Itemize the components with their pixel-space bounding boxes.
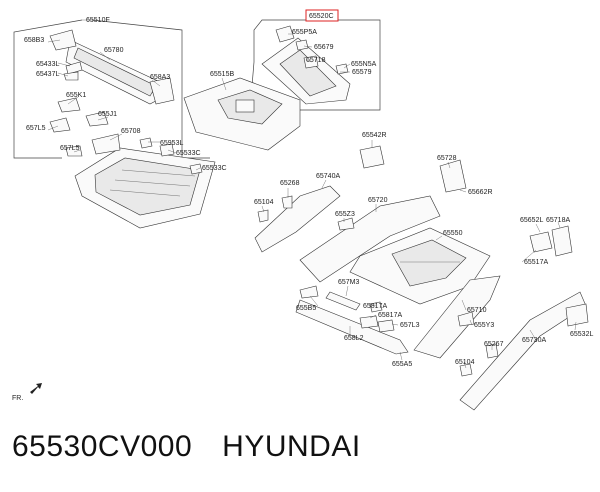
- label-655A5[interactable]: 655A5: [392, 361, 412, 368]
- small-brackets-left: [49, 29, 203, 175]
- label-65510F[interactable]: 65510F: [86, 17, 110, 24]
- label-65433L[interactable]: 65433L: [36, 61, 59, 68]
- label-65579[interactable]: 65579: [352, 69, 372, 76]
- label-65550[interactable]: 65550: [443, 230, 463, 237]
- rear-floor-pan: [74, 147, 216, 229]
- label-65268[interactable]: 65268: [280, 180, 300, 187]
- brand-name: HYUNDAI: [222, 430, 361, 463]
- label-65817A-a[interactable]: 65817A: [363, 303, 387, 310]
- rear-crossmember-frame: [349, 227, 491, 305]
- label-658A3[interactable]: 658A3: [150, 74, 170, 81]
- label-655B5[interactable]: 655B5: [296, 305, 316, 312]
- label-657L3[interactable]: 657L3: [400, 322, 420, 329]
- label-65437L[interactable]: 65437L: [36, 71, 59, 78]
- label-65533C-a[interactable]: 65533C: [176, 150, 201, 157]
- front-indicator-label: FR.: [12, 395, 23, 402]
- label-65533C-b[interactable]: 65533C: [202, 165, 227, 172]
- label-655N5A[interactable]: 655N5A: [351, 61, 377, 68]
- label-65730A[interactable]: 65730A: [522, 337, 546, 344]
- label-65708[interactable]: 65708: [121, 128, 141, 135]
- label-65720[interactable]: 65720: [368, 197, 388, 204]
- label-65267[interactable]: 65267: [484, 341, 504, 348]
- sill-and-reinforcements: [295, 285, 475, 355]
- label-658L2[interactable]: 658L2: [344, 335, 364, 342]
- label-65728[interactable]: 65728: [437, 155, 457, 162]
- upper-floor-panel: [261, 25, 351, 105]
- label-65718A[interactable]: 65718A: [546, 217, 570, 224]
- side-member-assembly: [254, 145, 467, 283]
- label-65780[interactable]: 65780: [104, 47, 124, 54]
- label-657L5-a[interactable]: 657L5: [26, 125, 46, 132]
- part-number: 65530CV000: [12, 430, 193, 463]
- label-655K1[interactable]: 655K1: [66, 92, 86, 99]
- label-655J1[interactable]: 655J1: [98, 111, 117, 118]
- label-65652L[interactable]: 65652L: [520, 217, 543, 224]
- label-657L5-b[interactable]: 657L5: [60, 145, 80, 152]
- label-65542R[interactable]: 65542R: [362, 132, 387, 139]
- rear-side-members: [413, 225, 589, 411]
- label-65740A[interactable]: 65740A: [316, 173, 340, 180]
- label-65718[interactable]: 65718: [306, 57, 326, 64]
- label-65515B[interactable]: 65515B: [210, 71, 234, 78]
- callout-labels: 65510F 658B3 65780 65433L 65437L 658A3 6…: [24, 17, 593, 368]
- center-floor-panel: [183, 77, 301, 151]
- label-658B3[interactable]: 658B3: [24, 37, 44, 44]
- label-657M3[interactable]: 657M3: [338, 279, 360, 286]
- label-655Y3[interactable]: 655Y3: [474, 322, 494, 329]
- highlighted-part-label[interactable]: 65520C: [309, 13, 334, 20]
- label-65953L[interactable]: 65953L: [160, 140, 183, 147]
- front-direction-arrow-icon: [30, 383, 42, 394]
- label-65532L[interactable]: 65532L: [570, 331, 593, 338]
- highlighted-part-box: [305, 9, 339, 22]
- label-65817A-b[interactable]: 65817A: [378, 312, 402, 319]
- label-65104-a[interactable]: 65104: [254, 199, 274, 206]
- label-655Z3[interactable]: 655Z3: [335, 211, 355, 218]
- label-65710[interactable]: 65710: [467, 307, 487, 314]
- rear-floor-group-box: [13, 19, 210, 159]
- part-caption: 65530CV000 HYUNDAI: [12, 430, 391, 464]
- label-65517A[interactable]: 65517A: [524, 259, 548, 266]
- label-65662R[interactable]: 65662R: [468, 189, 493, 196]
- label-655P5A[interactable]: 655P5A: [292, 29, 317, 36]
- label-65679[interactable]: 65679: [314, 44, 334, 51]
- label-65104-b[interactable]: 65104: [455, 359, 475, 366]
- leader-lines: [47, 33, 577, 369]
